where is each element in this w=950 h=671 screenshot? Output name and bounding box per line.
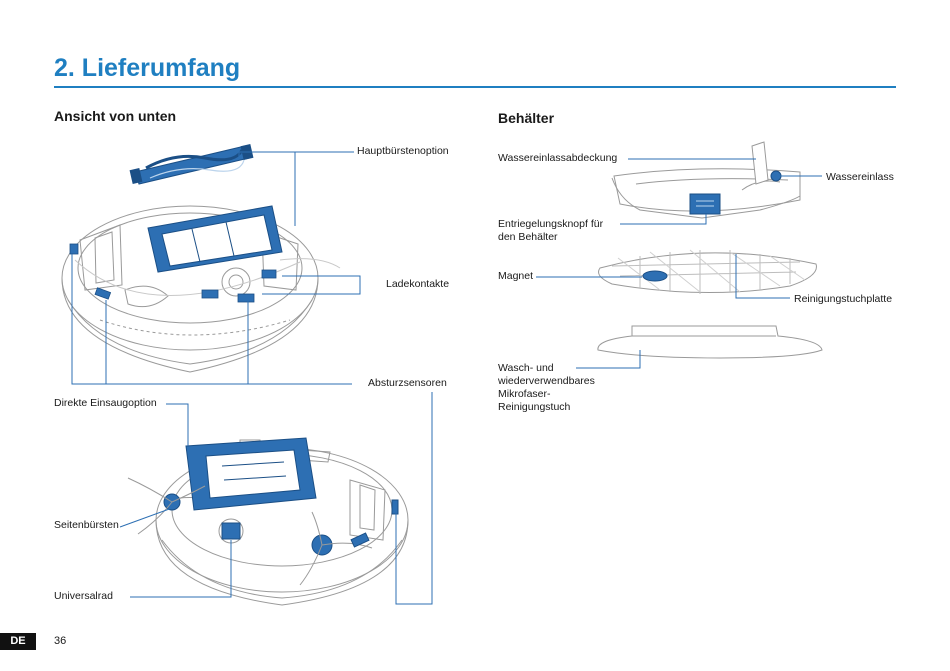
label-cliff-sensors: Absturzsensoren <box>368 377 447 389</box>
section-bottom-view-heading: Ansicht von unten <box>54 108 177 124</box>
label-universal-wheel: Universalrad <box>54 590 113 602</box>
label-cloth-2: wiederverwendbares <box>498 375 595 387</box>
language-badge: DE <box>0 633 36 650</box>
page-title: 2. Lieferumfang <box>54 54 241 82</box>
page-number: 36 <box>54 635 67 647</box>
label-cloth-1: Wasch- und <box>498 362 554 374</box>
label-release-button-2: den Behälter <box>498 231 558 243</box>
main-brush-illustration <box>129 144 254 185</box>
leader-lines <box>71 151 822 605</box>
label-direct-suction: Direkte Einsaugoption <box>54 397 157 409</box>
release-button <box>689 170 782 215</box>
label-water-inlet-cover: Wassereinlassabdeckung <box>498 152 618 164</box>
title-divider <box>54 86 896 88</box>
suction-cover-top <box>147 205 283 273</box>
label-water-inlet: Wassereinlass <box>826 171 894 183</box>
charging-contacts-top <box>69 243 277 303</box>
label-charging-contacts: Ladekontakte <box>386 278 450 290</box>
label-cloth-3: Mikrofaser- <box>498 388 551 400</box>
robot-bottom-view-top <box>61 205 341 373</box>
magnet-part <box>642 270 668 282</box>
section-container-heading: Behälter <box>498 110 555 126</box>
label-release-button-1: Entriegelungsknopf für <box>498 218 604 230</box>
suction-cover-bottom <box>185 437 317 511</box>
mop-cloth-illustration <box>597 325 823 359</box>
robot-bottom-view-bottom <box>155 439 409 606</box>
label-side-brushes: Seitenbürsten <box>54 519 119 531</box>
label-magnet: Magnet <box>498 270 534 282</box>
water-tank-illustration <box>611 141 801 219</box>
label-mop-plate: Reinigungstuchplatte <box>794 293 893 305</box>
mop-plate-illustration <box>598 249 817 294</box>
side-brushes <box>127 477 399 586</box>
label-main-brush: Hauptbürstenoption <box>357 145 449 157</box>
label-cloth-4: Reinigungstuch <box>498 401 571 413</box>
